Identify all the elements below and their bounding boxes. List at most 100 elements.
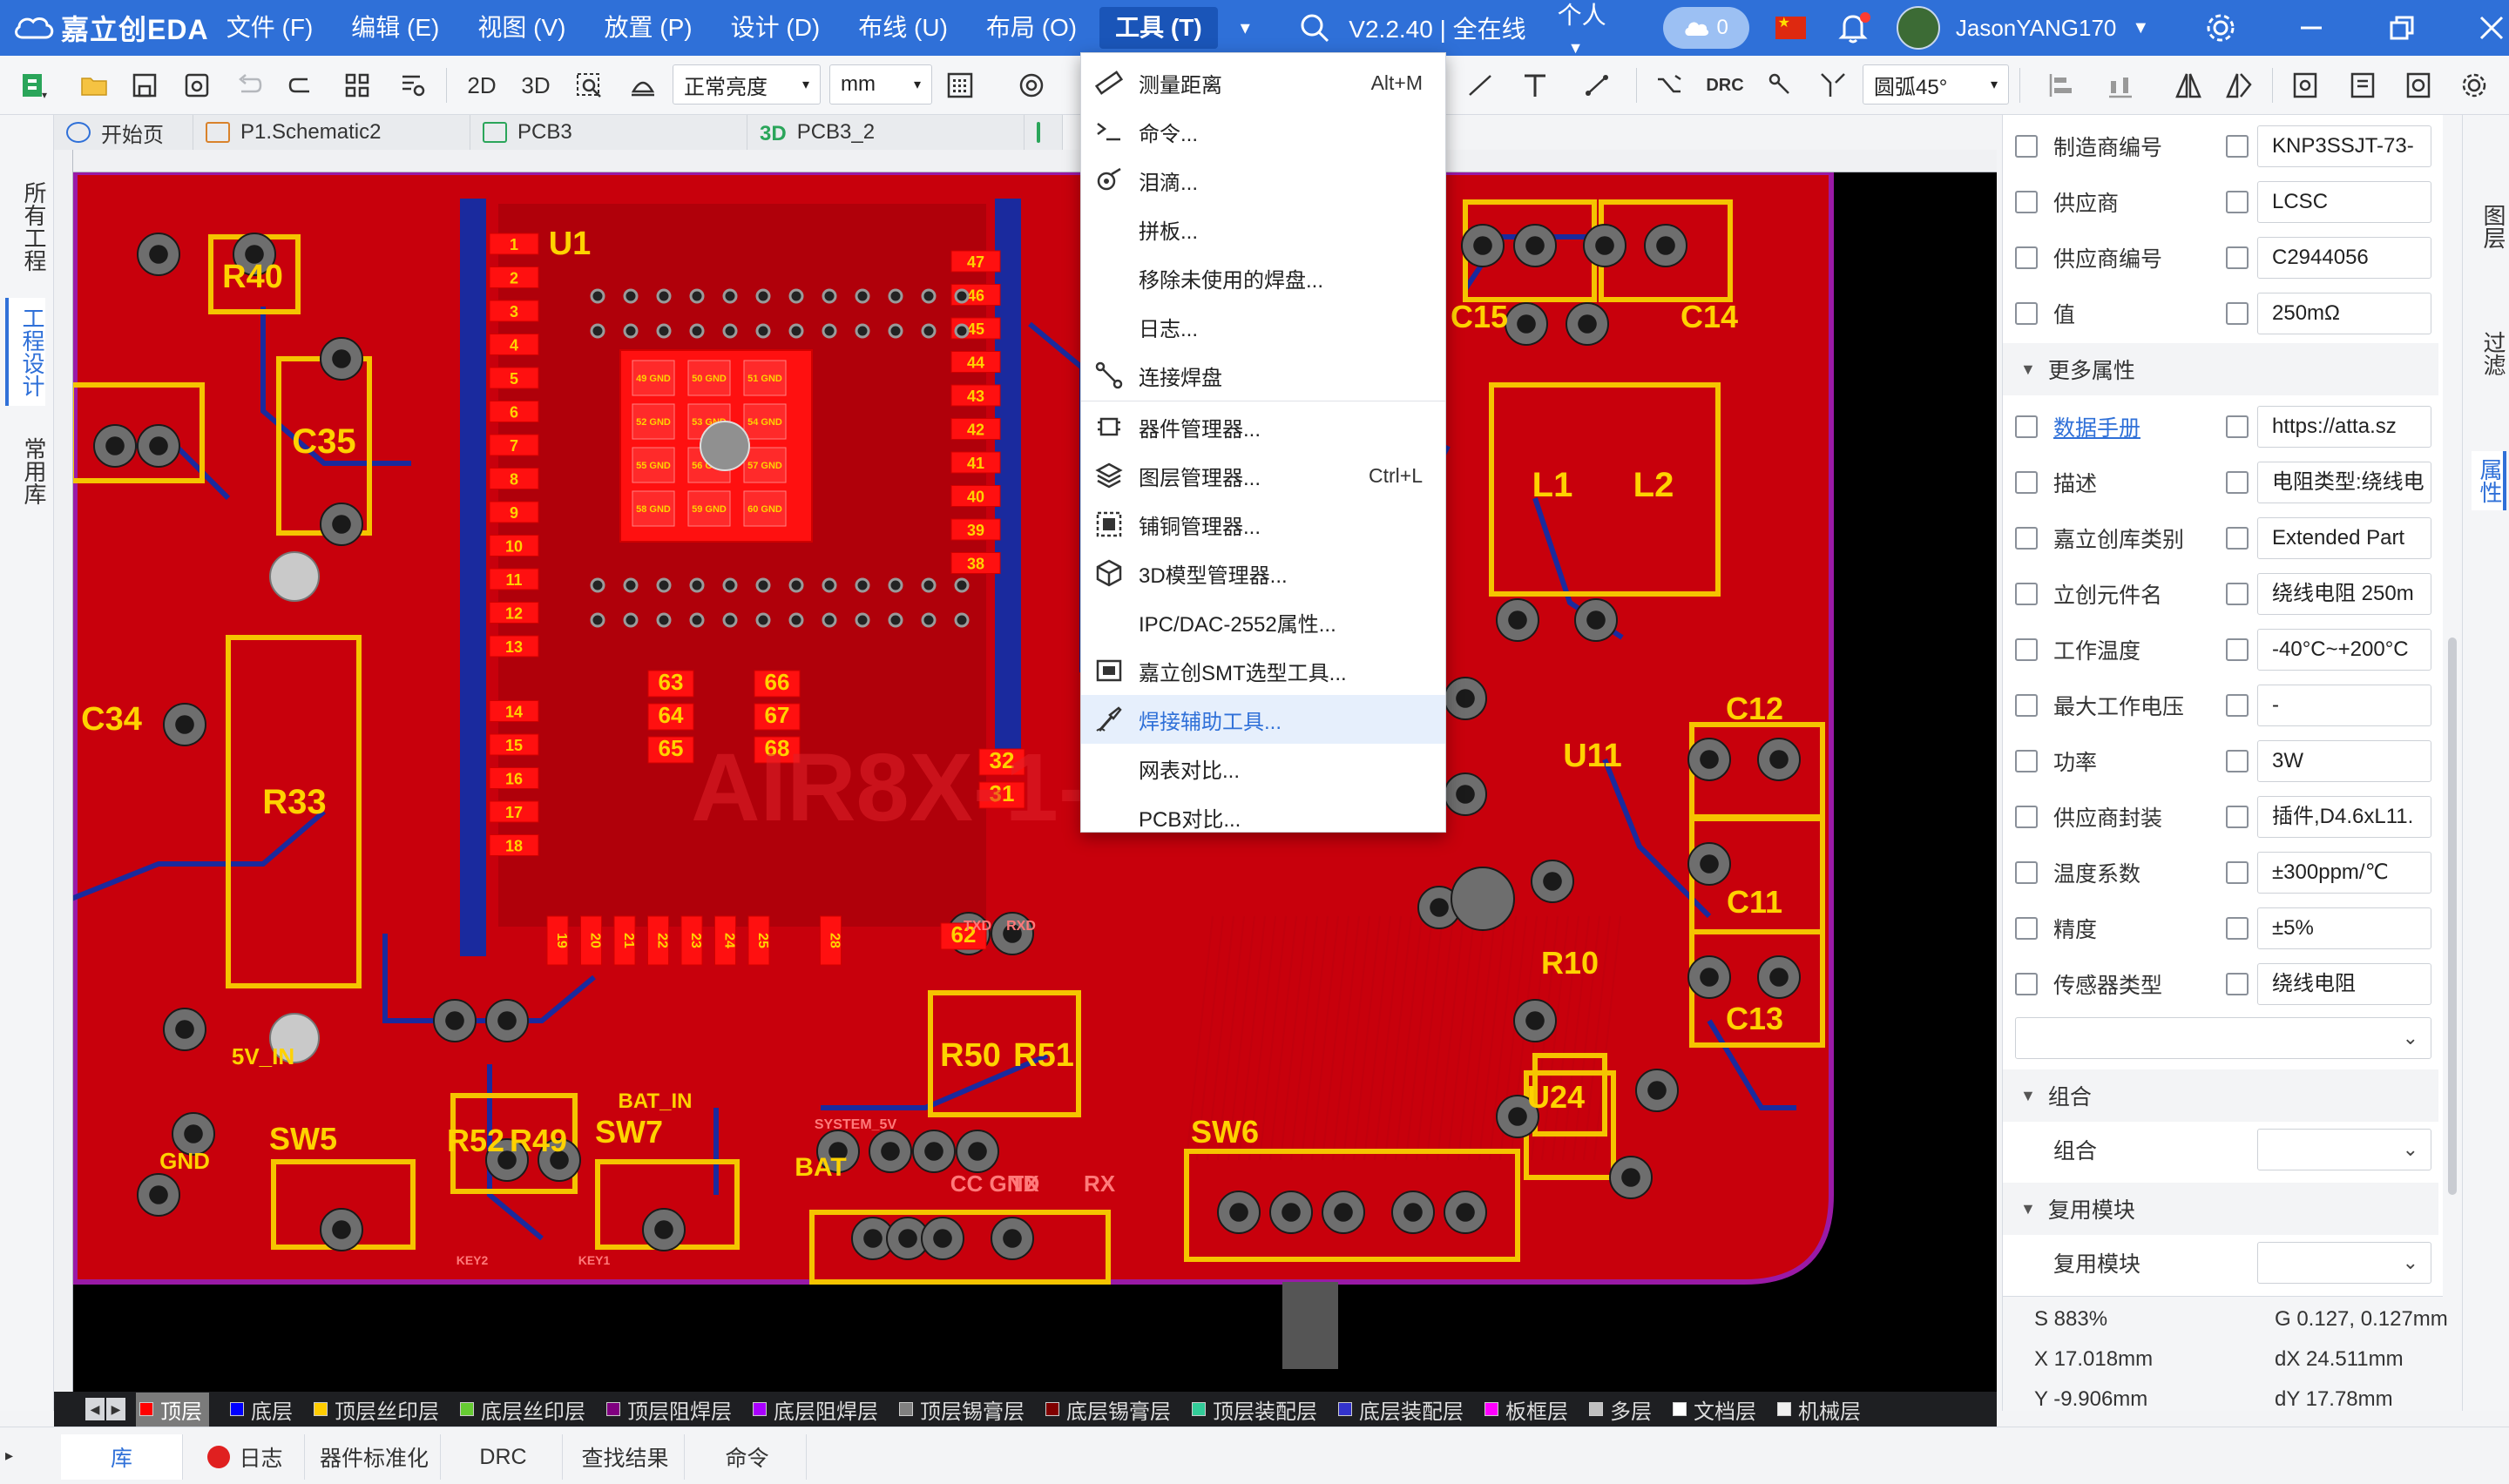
view-3d-button[interactable]: 3D [521, 71, 551, 98]
property-value-checkbox[interactable] [2226, 527, 2249, 550]
layer-next-icon[interactable]: ▶ [106, 1398, 125, 1420]
drc-button[interactable]: DRC [1706, 75, 1744, 95]
property-name-checkbox[interactable] [2015, 861, 2038, 884]
property-value-field[interactable]: 插件,D4.6xL11. [2257, 796, 2431, 838]
toolbar-settings-icon[interactable] [2457, 68, 2492, 103]
property-name-checkbox[interactable] [2015, 527, 2038, 550]
brightness-select[interactable]: 正常亮度▾ [673, 64, 821, 105]
property-value-checkbox[interactable] [2226, 135, 2249, 158]
scrollbar-thumb[interactable] [2448, 637, 2457, 1195]
tools-menu-item[interactable]: 泪滴... [1081, 156, 1445, 205]
draw-line-icon[interactable] [1455, 68, 1507, 103]
text-tool-icon[interactable] [1518, 68, 1552, 103]
property-value-field[interactable]: KNP3SSJT-73- [2257, 125, 2431, 167]
flip-horizontal-icon[interactable] [2171, 68, 2206, 103]
property-value-field[interactable]: 绕线电阻 250m [2257, 573, 2431, 615]
property-select[interactable]: ⌄ [2257, 1129, 2431, 1170]
property-name-checkbox[interactable] [2015, 415, 2038, 438]
layer-item[interactable]: 底层装配层 [1338, 1394, 1464, 1425]
layer-prev-icon[interactable]: ◀ [85, 1398, 105, 1420]
bom-export-icon[interactable] [2401, 68, 2436, 103]
avatar[interactable] [1897, 6, 1940, 50]
tab-schematic[interactable]: P1.Schematic2 [193, 115, 470, 150]
tab-filter[interactable]: 过滤 [2480, 331, 2506, 376]
calculator-icon[interactable] [943, 68, 977, 103]
more-properties-section[interactable]: ▼更多属性 [2003, 343, 2438, 395]
layer-item[interactable]: 底层丝印层 [460, 1394, 585, 1425]
add-property-select[interactable]: ⌄ [2015, 1017, 2431, 1059]
property-value-checkbox[interactable] [2226, 861, 2249, 884]
property-name[interactable]: 数据手册 [2053, 416, 2141, 441]
property-value-checkbox[interactable] [2226, 471, 2249, 494]
layer-item[interactable]: 底层 [230, 1394, 293, 1425]
properties-scrollbar[interactable] [2443, 115, 2462, 1299]
property-value-field[interactable]: 3W [2257, 740, 2431, 782]
save-icon[interactable] [127, 68, 162, 103]
property-value-field[interactable]: Extended Part [2257, 517, 2431, 559]
menu-design[interactable]: 设计 (D) [730, 14, 821, 41]
property-value-field[interactable]: - [2257, 685, 2431, 726]
property-value-field[interactable]: 250mΩ [2257, 293, 2431, 334]
zoom-area-icon[interactable] [571, 68, 606, 103]
tools-menu-item[interactable]: 图层管理器...Ctrl+L [1081, 451, 1445, 500]
unit-select[interactable]: mm▾ [829, 64, 932, 105]
dimension-tool-icon[interactable] [1572, 68, 1624, 103]
bottom-tab-find-results[interactable]: 查找结果 [566, 1434, 685, 1480]
tools-menu-item[interactable]: 拼板... [1081, 205, 1445, 253]
property-name-checkbox[interactable] [2015, 917, 2038, 940]
brightness-icon[interactable] [626, 68, 660, 103]
tools-menu-item[interactable]: 3D模型管理器... [1081, 549, 1445, 597]
property-value-checkbox[interactable] [2226, 973, 2249, 995]
layer-item[interactable]: 多层 [1589, 1394, 1652, 1425]
menu-place[interactable]: 放置 (P) [604, 14, 693, 41]
distribute-icon[interactable] [2094, 68, 2147, 103]
layer-item[interactable]: 底层锡膏层 [1045, 1394, 1171, 1425]
layer-item[interactable]: 顶层 [136, 1392, 209, 1427]
property-name-checkbox[interactable] [2015, 135, 2038, 158]
find-list-icon[interactable] [396, 68, 430, 103]
layer-item[interactable]: 顶层锡膏层 [899, 1394, 1025, 1425]
property-value-checkbox[interactable] [2226, 302, 2249, 325]
tools-menu-item[interactable]: 网表对比... [1081, 744, 1445, 793]
menu-more-chevron-icon[interactable]: ▾ [1240, 17, 1250, 38]
tools-menu-item[interactable]: 铺铜管理器... [1081, 500, 1445, 549]
property-value-field[interactable]: ±300ppm/℃ [2257, 852, 2431, 894]
image-export-icon[interactable] [2288, 68, 2323, 103]
layer-item[interactable]: 底层阻焊层 [753, 1394, 878, 1425]
user-mode-select[interactable]: 个人▼ [1558, 0, 1632, 59]
property-value-field[interactable]: ±5% [2257, 907, 2431, 949]
view-2d-button[interactable]: 2D [467, 71, 497, 98]
property-value-checkbox[interactable] [2226, 191, 2249, 213]
menu-layout[interactable]: 布局 (O) [985, 14, 1078, 41]
tools-menu-item[interactable]: 日志... [1081, 302, 1445, 351]
tools-menu-item[interactable]: 连接焊盘 [1081, 351, 1445, 400]
tools-menu-item[interactable]: 器件管理器... [1081, 402, 1445, 451]
property-name-checkbox[interactable] [2015, 302, 2038, 325]
tools-menu-item[interactable]: 移除未使用的焊盘... [1081, 253, 1445, 302]
gerber-export-icon[interactable] [2345, 68, 2380, 103]
layer-item[interactable]: 顶层丝印层 [314, 1394, 439, 1425]
tab-pcb-active[interactable] [1025, 115, 1063, 150]
close-icon[interactable] [2474, 10, 2509, 45]
property-name-checkbox[interactable] [2015, 750, 2038, 772]
open-folder-icon[interactable] [77, 68, 112, 103]
tools-menu-item[interactable]: 焊接辅助工具... [1081, 695, 1445, 744]
property-name-checkbox[interactable] [2015, 806, 2038, 828]
username[interactable]: JasonYANG170 [1955, 14, 2117, 41]
reuse-module-section[interactable]: ▼复用模块 [2003, 1183, 2438, 1235]
property-name-checkbox[interactable] [2015, 973, 2038, 995]
minimize-icon[interactable] [2294, 10, 2329, 45]
property-value-field[interactable]: https://atta.sz [2257, 406, 2431, 448]
tools-menu-item[interactable]: IPC/DAC-2552属性... [1081, 597, 1445, 646]
via-tool-icon[interactable] [1763, 68, 1798, 103]
layer-item[interactable]: 顶层阻焊层 [606, 1394, 732, 1425]
property-value-checkbox[interactable] [2226, 806, 2249, 828]
layer-item[interactable]: 顶层装配层 [1192, 1394, 1317, 1425]
property-value-checkbox[interactable] [2226, 583, 2249, 605]
sidebar-tab-project-design[interactable]: 工程设计 [5, 298, 45, 406]
property-value-checkbox[interactable] [2226, 917, 2249, 940]
restore-icon[interactable] [2384, 10, 2419, 45]
property-value-checkbox[interactable] [2226, 246, 2249, 269]
